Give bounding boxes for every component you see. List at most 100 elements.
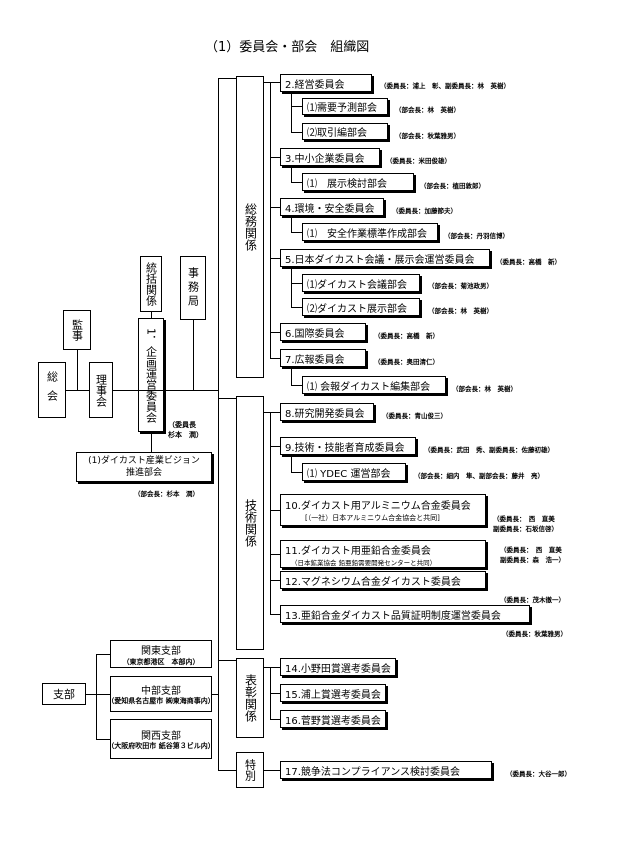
committee-c11-label: 11.ダイカスト用亜鉛合金委員会 bbox=[285, 546, 431, 557]
kikaku-committee-box: 1．企画運営委員会 bbox=[138, 318, 164, 432]
committee-c11: 11.ダイカスト用亜鉛合金委員会 （日本鉱業協会 鉛亜鉛需要開発センターと共同） bbox=[280, 540, 486, 568]
committee-c11-chair: （委員長： 西 直美 副委員長：森 浩一） bbox=[500, 546, 565, 564]
committee-c7-1-chair: （部会長：林 英樹） bbox=[452, 385, 517, 393]
vision-label: (1)ダイカスト産業ビジョン 推進部会 bbox=[88, 456, 200, 478]
tick-c6 bbox=[270, 332, 280, 333]
rijikai-label: 理事会 bbox=[94, 373, 108, 407]
committee-c4-1-label: ⑴ 安全作業標準作成部会 bbox=[307, 228, 427, 240]
group-soumu-label: 総務関係 bbox=[243, 203, 258, 251]
committee-c13: 13.亜鉛合金ダイカスト品質証明制度運営委員会 bbox=[280, 605, 530, 623]
committee-c10-label: 10.ダイカスト用アルミニウム合金委員会 bbox=[285, 501, 471, 512]
committee-c5-2-chair: （部会長：林 英樹） bbox=[428, 307, 493, 315]
vision-subcommittee-box: (1)ダイカスト産業ビジョン 推進部会 bbox=[76, 452, 212, 482]
spine-c7 bbox=[291, 368, 292, 385]
line-tokubetsu-c17 bbox=[264, 770, 280, 771]
tick-c3-1 bbox=[291, 182, 302, 183]
spine-c9 bbox=[291, 456, 292, 472]
committee-c2-1-label: ⑴需要予測部会 bbox=[307, 103, 377, 114]
group-hyoushou: 表彰関係 bbox=[236, 658, 264, 738]
tick-c16 bbox=[270, 719, 280, 720]
tick-c2-2 bbox=[291, 132, 302, 133]
committee-c17: 17.競争法コンプライアンス検討委員会 bbox=[280, 761, 492, 779]
committee-c5: 5.日本ダイカスト会議・展示会運営委員会 bbox=[280, 249, 490, 267]
group-gijutsu-label: 技術関係 bbox=[243, 499, 258, 547]
kanji-label: 監事 bbox=[70, 319, 84, 341]
tick-c13 bbox=[270, 614, 280, 615]
tick-c14 bbox=[270, 667, 280, 668]
tick-c7 bbox=[270, 358, 280, 359]
line-rijikai-main bbox=[113, 390, 218, 391]
committee-c10-chair: （委員長： 西 直美 副委員長：石坂信啓） bbox=[493, 515, 558, 533]
committee-c9-1-chair: （部会長：細内 隼、副部会長：藤井 亮） bbox=[414, 472, 544, 480]
line-main-hyoushou bbox=[218, 660, 236, 661]
committee-c9-1-label: ⑴ YDEC 運営部会 bbox=[307, 468, 391, 480]
jimukyoku-label: 事務局 bbox=[186, 267, 200, 309]
committee-c5-2: ⑵ダイカスト展示部会 bbox=[302, 298, 420, 316]
tick-c3 bbox=[270, 157, 280, 158]
group-gijutsu: 技術関係 bbox=[236, 396, 264, 650]
committee-c4-chair: （委員長：加藤節夫） bbox=[392, 207, 457, 215]
tick-c2-1 bbox=[291, 106, 302, 107]
committee-c2-1: ⑴需要予測部会 bbox=[302, 98, 388, 115]
branch-chubu-name: 中部支部 bbox=[141, 686, 181, 697]
committee-c3-label: 3.中小企業委員会 bbox=[285, 153, 365, 165]
spine-c2 bbox=[291, 92, 292, 132]
tick-c9 bbox=[270, 446, 280, 447]
committee-c7-label: 7.広報委員会 bbox=[285, 354, 345, 366]
group-soumu: 総務関係 bbox=[236, 76, 264, 378]
committee-c7-1: ⑴ 会報ダイカスト編集部会 bbox=[302, 376, 446, 394]
committee-c6-label: 6.国際委員会 bbox=[285, 328, 345, 340]
branch-chubu: 中部支部 （愛知県名古屋市 ㈱東海商事内） bbox=[107, 676, 215, 712]
committee-c5-chair: （委員長：高橋 新） bbox=[496, 258, 561, 266]
jimukyoku-box: 事務局 bbox=[180, 256, 206, 320]
committee-c4: 4.環境・安全委員会 bbox=[280, 198, 384, 216]
soukai-label: 総会 bbox=[45, 371, 59, 409]
committee-c11-sub: （日本鉱業協会 鉛亜鉛需要開発センターと共同） bbox=[291, 559, 437, 567]
line-branch-kanto bbox=[96, 654, 110, 655]
line-main-vertical bbox=[218, 78, 219, 770]
line-gijutsu-spine bbox=[270, 412, 271, 614]
line-kanji-down bbox=[77, 350, 78, 390]
tick-c4 bbox=[270, 207, 280, 208]
committee-c7-1-label: ⑴ 会報ダイカスト編集部会 bbox=[307, 381, 431, 393]
tick-c12 bbox=[270, 580, 280, 581]
committee-c17-label: 17.競争法コンプライアンス検討委員会 bbox=[285, 766, 461, 778]
committee-c3-1-label: ⑴ 展示検討部会 bbox=[307, 178, 387, 190]
spine-c3 bbox=[291, 167, 292, 182]
committee-c9-label: 9.技術・技能者育成委員会 bbox=[285, 442, 405, 454]
committee-c5-1-chair: （部会長：菊池政男） bbox=[428, 282, 493, 290]
line-main-gijutsu bbox=[218, 398, 236, 399]
branch-kanto: 関東支部 （東京都港区 本部内） bbox=[110, 640, 212, 668]
page-title: （1）委員会・部会 組織図 bbox=[205, 40, 370, 55]
committee-c14: 14.小野田賞選考委員会 bbox=[280, 658, 396, 676]
committee-c8-chair: （委員長：青山俊三） bbox=[382, 412, 447, 420]
committee-c5-1-label: ⑴ダイカスト会議部会 bbox=[307, 279, 407, 291]
spine-c4 bbox=[291, 217, 292, 232]
tick-c9-1 bbox=[291, 472, 302, 473]
committee-c7-chair: （委員長：奥田清仁） bbox=[374, 358, 439, 366]
tick-c10 bbox=[270, 510, 280, 511]
branch-kanto-sub: （東京都港区 本部内） bbox=[122, 657, 200, 666]
committee-c13-chair: （委員長：秋葉雅男） bbox=[502, 630, 567, 638]
line-jimukyoku-down bbox=[193, 320, 194, 390]
committee-c5-2-label: ⑵ダイカスト展示部会 bbox=[307, 303, 407, 315]
tick-c8 bbox=[270, 412, 280, 413]
committee-c2-chair: （委員長：浦上 彰、副委員長：林 英樹） bbox=[380, 82, 510, 90]
committee-c9-1: ⑴ YDEC 運営部会 bbox=[302, 463, 406, 481]
committee-c14-label: 14.小野田賞選考委員会 bbox=[285, 663, 391, 675]
tick-c7-1 bbox=[291, 385, 302, 386]
committee-c9: 9.技術・技能者育成委員会 bbox=[280, 437, 416, 455]
committee-c4-1: ⑴ 安全作業標準作成部会 bbox=[302, 223, 438, 241]
committee-c15-label: 15.浦上賞選考委員会 bbox=[285, 689, 381, 701]
kanji-box: 監事 bbox=[63, 310, 91, 350]
committee-c12-label: 12.マグネシウム合金ダイカスト委員会 bbox=[285, 576, 461, 588]
tick-c5 bbox=[270, 258, 280, 259]
tick-c4-1 bbox=[291, 232, 302, 233]
kikaku-chair: （委員長 杉本 潤） bbox=[168, 421, 203, 439]
committee-c2: 2.経営委員会 bbox=[280, 74, 372, 92]
group-tokubetsu-label: 特別 bbox=[243, 759, 257, 781]
vision-chair: （部会長：杉本 潤） bbox=[134, 490, 199, 498]
committee-c6: 6.国際委員会 bbox=[280, 323, 366, 341]
line-soukai-rijikai bbox=[66, 390, 89, 391]
committee-c4-1-chair: （部会長：丹羽信博） bbox=[444, 232, 509, 240]
